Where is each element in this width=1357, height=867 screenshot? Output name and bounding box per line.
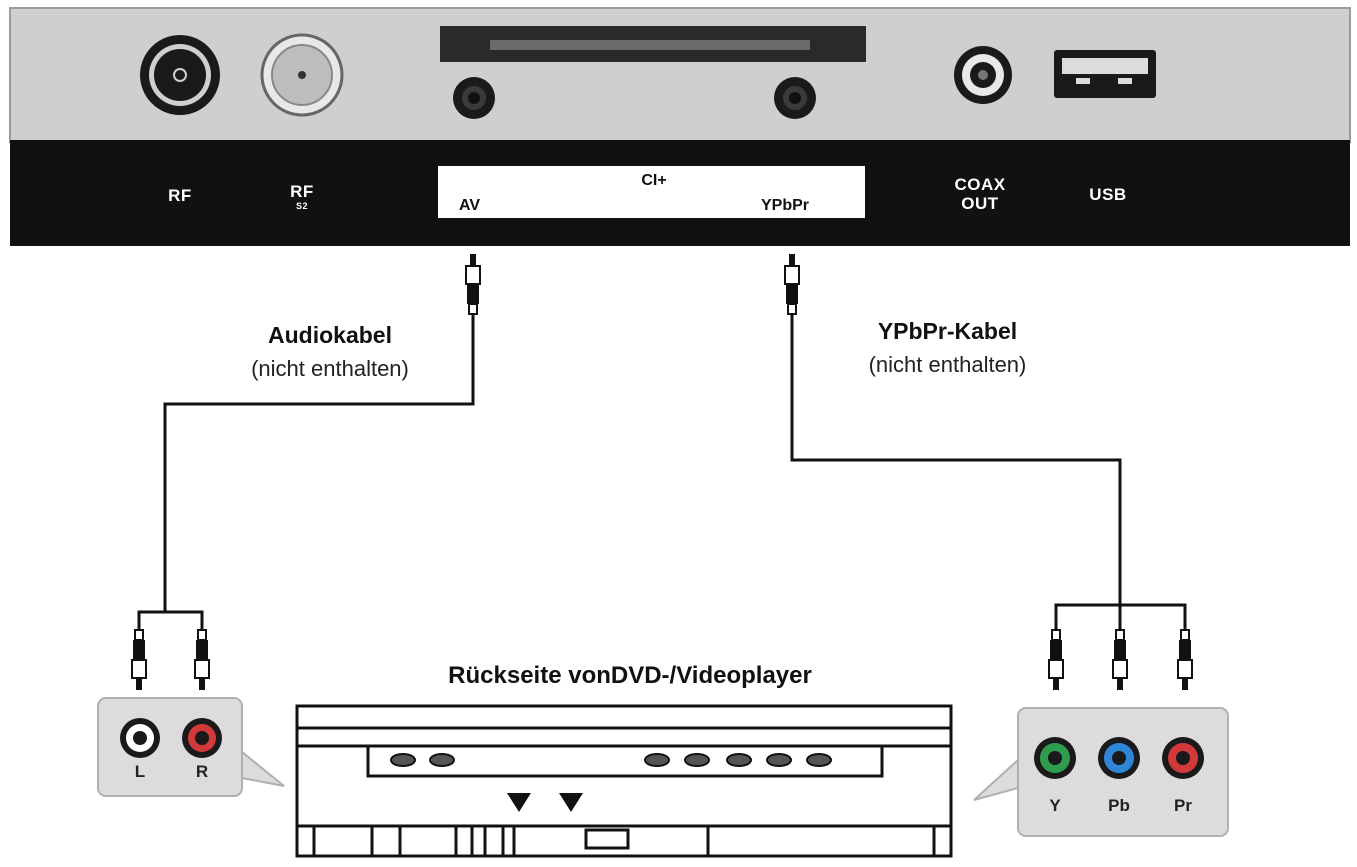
coax-label-line2: OUT (961, 194, 999, 213)
av-jack (453, 77, 495, 119)
ypbpr-cable (784, 253, 1193, 691)
audio-jack-right (182, 718, 222, 758)
audio-cable-note: (nicht enthalten) (251, 356, 409, 381)
rf-connector (140, 35, 220, 115)
av-label: AV (459, 197, 481, 214)
ypbpr-cable-title: YPbPr-Kabel (877, 318, 1018, 344)
jack-pr-label: Pr (1174, 796, 1192, 815)
ci-label: CI+ (641, 172, 667, 189)
rf-s2-connector (260, 33, 344, 117)
audio-jack-right-label: R (195, 762, 209, 781)
audio-cable-title: Audiokabel (268, 322, 392, 348)
coax-out-jack (954, 46, 1012, 104)
device-back-panel (9, 7, 1351, 246)
dvd-player-arrows (507, 793, 583, 812)
ypbpr-cable-note: (nicht enthalten) (868, 352, 1027, 377)
usb-label: USB (1089, 185, 1127, 204)
jack-y-label: Y (1049, 796, 1061, 815)
ypbpr-label: YPbPr (761, 197, 810, 214)
usb-port (1054, 50, 1156, 98)
ypbpr-jack (774, 77, 816, 119)
coax-label-line1: COAX (954, 175, 1006, 194)
audio-jack-callout (97, 697, 285, 797)
audio-jack-left-label: L (134, 762, 146, 781)
ci-slot (440, 26, 866, 62)
rf-s2-label: RF (290, 182, 314, 201)
ci-label-box (438, 166, 865, 218)
rf-s2-label-group: RF S2 (282, 182, 322, 211)
audio-jack-left (120, 718, 160, 758)
component-jack-callout (973, 707, 1229, 837)
rf-label: RF (168, 186, 192, 205)
jack-pb (1098, 737, 1140, 779)
dvd-player-title: Rückseite vonDVD-/Videoplayer (448, 662, 812, 689)
coax-out-label: COAX OUT (950, 175, 1010, 213)
dvd-player (295, 704, 953, 858)
jack-pr (1162, 737, 1204, 779)
jack-pb-label: Pb (1108, 796, 1130, 815)
audio-cable (131, 253, 481, 691)
jack-y (1034, 737, 1076, 779)
dvd-player-buttons (390, 753, 832, 767)
rf-s2-sublabel: S2 (295, 201, 308, 211)
